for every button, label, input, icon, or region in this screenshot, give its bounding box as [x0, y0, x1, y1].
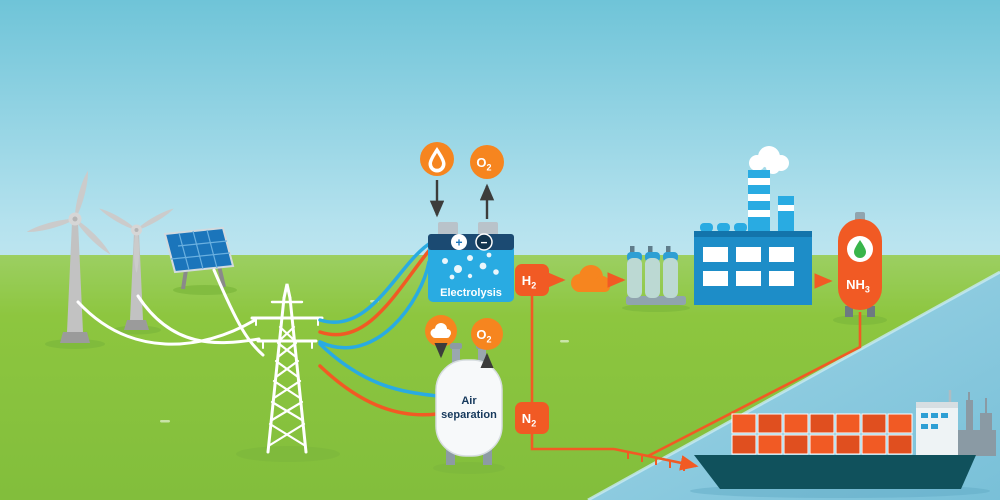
svg-text:NH3: NH3 [846, 277, 870, 295]
oxygen-subscript: 2 [487, 335, 492, 345]
gas-cylinders [626, 246, 686, 305]
ship-superstructure [916, 390, 958, 455]
electrolysis-unit: + − Electrolysis [428, 222, 514, 302]
oxygen-badge-airsep: O2 [471, 318, 503, 350]
svg-text:N2: N2 [522, 411, 536, 429]
air-separation-label-line1: Air [461, 395, 477, 407]
pipeline-supports [627, 452, 685, 471]
factory-windows [703, 247, 794, 286]
ammonia-subscript: 3 [865, 285, 870, 295]
green-droplet-icon [854, 240, 866, 258]
plus-terminal [451, 234, 467, 250]
factory-chimney-tall [748, 170, 770, 234]
factory-chimney-short [778, 196, 794, 234]
hydrogen-symbol: H [522, 273, 531, 288]
cables-to-air-separation [318, 342, 439, 417]
oxygen-badge-electrolysis: O2 [470, 145, 504, 179]
svg-text:O2: O2 [476, 327, 491, 345]
nitrogen-subscript: 2 [531, 419, 536, 429]
water-droplet-badge [420, 142, 454, 176]
blue-cable-electrolysis-2 [318, 260, 431, 350]
orange-pipe-airsep [318, 364, 439, 417]
ammonia-tank: NH3 [838, 212, 882, 317]
blue-cable-airsep [318, 342, 439, 398]
svg-text:O2: O2 [476, 155, 491, 173]
plus-terminal-label: + [455, 236, 462, 250]
air-separation-label-line2: separation [441, 409, 497, 421]
bridge-windows [921, 413, 948, 429]
cloud-icon [430, 323, 451, 338]
roof-vents [700, 223, 747, 232]
ammonia-symbol: NH [846, 277, 865, 292]
air-cloud-badge [425, 315, 457, 347]
factory-body [694, 231, 812, 305]
ammonia-pipeline [647, 312, 862, 458]
nitrogen-badge: N2 [515, 402, 549, 434]
minus-terminal [475, 233, 493, 251]
container-ship [690, 390, 990, 498]
port-structures [958, 392, 996, 456]
power-cables-white [76, 268, 265, 357]
ship-containers [731, 413, 913, 455]
minus-terminal-label: − [480, 236, 487, 250]
nitrogen-symbol: N [522, 411, 531, 426]
hydrogen-subscript: 2 [531, 281, 536, 291]
solar-panel [163, 226, 235, 290]
electrolysis-label: Electrolysis [440, 287, 502, 299]
oxygen-symbol: O [476, 155, 486, 170]
electrolysis-bubbles [442, 252, 499, 280]
oxygen-symbol: O [476, 327, 486, 342]
transmission-tower [250, 283, 324, 454]
oxygen-subscript: 2 [487, 163, 492, 173]
storage-cloud-icon [571, 265, 610, 292]
hydrogen-badge: H2 [515, 264, 549, 296]
export-pipeline [530, 296, 862, 471]
blue-cable-electrolysis [318, 240, 434, 324]
ammonia-factory [694, 146, 812, 305]
ship-hull [694, 455, 976, 489]
svg-text:H2: H2 [522, 273, 536, 291]
